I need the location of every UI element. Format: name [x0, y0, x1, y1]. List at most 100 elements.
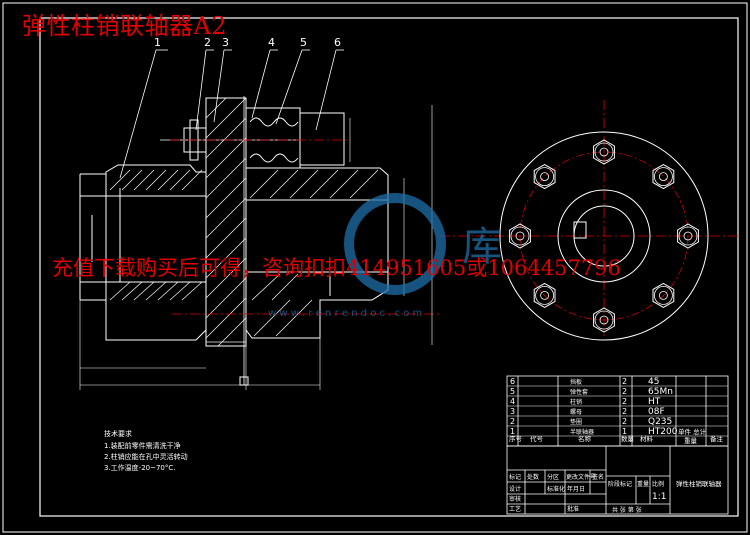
flange-outer-circle: [499, 131, 709, 341]
hatching-right: [249, 169, 379, 337]
part-name: 挡板: [570, 378, 582, 386]
washer-circle: [535, 167, 555, 187]
washer-circle: [594, 142, 614, 162]
title-row-change: 更改文件号: [566, 473, 596, 481]
bolt-shank: [540, 290, 550, 300]
bolt-shank: [599, 315, 609, 325]
part-no: 2: [510, 417, 515, 426]
part-qty: 2: [622, 417, 627, 426]
inner-frame: [39, 17, 739, 517]
washer-circle: [653, 285, 673, 305]
bolt-shank: [658, 172, 668, 182]
washer-circle: [653, 167, 673, 187]
hex-nut-outline: [593, 139, 615, 165]
bolt-shank: [515, 231, 525, 241]
washer-circle: [678, 226, 698, 246]
bolt-head: [593, 307, 615, 333]
part-material: Q235: [648, 417, 672, 427]
watermark-ring: [344, 193, 446, 295]
part-name: 垫圈: [570, 418, 582, 426]
notes-heading: 技术要求: [104, 429, 132, 438]
washer-circle: [535, 285, 555, 305]
bolt-head: [533, 164, 556, 190]
watermark-site: w w w . r e n r e n d o c . c o m: [268, 308, 422, 319]
elastic-sleeve-bottom: [249, 153, 299, 163]
part-no: 5: [510, 387, 515, 396]
hex-nut-outline: [677, 223, 699, 249]
callout-6: 6: [334, 36, 341, 49]
part-qty: 2: [622, 407, 627, 416]
centerlines: [170, 100, 740, 336]
header-no: 序号: [509, 434, 523, 443]
part-name: 半联轴器: [570, 428, 594, 436]
part-material: 08F: [648, 407, 665, 417]
role-design: 设计: [509, 485, 521, 493]
stage-label: 阶段标记: [608, 480, 632, 488]
bolt-head: [533, 282, 556, 308]
watermark-contact-text: 充值下载购买后可得，咨询扣扣414951605或1064457796: [52, 256, 621, 280]
part-no: 6: [510, 377, 515, 386]
callout-5: 5: [300, 36, 307, 49]
parts-list-header: 序号 代号 名称 数量 材料 单件 总计 重量 备注: [509, 427, 724, 445]
header-weight: 单件 总计: [678, 427, 707, 436]
callout-3: 3: [222, 36, 229, 49]
washer-circle: [594, 310, 614, 330]
dimension-lines: [79, 105, 433, 390]
title-row-sign: 签名: [592, 473, 604, 481]
hex-nut-outline: [593, 307, 615, 333]
sheet-count: 共 张 第 张: [612, 506, 642, 514]
hub-circle: [557, 189, 651, 283]
keyway: [573, 221, 587, 239]
drawing-name: 弹性柱销联轴器: [676, 479, 722, 488]
title-row-count: 处数: [527, 473, 539, 481]
part-material: HT200: [648, 427, 678, 437]
hex-nut-outline: [652, 282, 675, 308]
bolt-heads: [509, 139, 699, 333]
part-qty: 1: [622, 427, 627, 436]
bolt-head: [652, 164, 675, 190]
header-weight-sub: 重量: [684, 437, 698, 445]
note-line-1: 1.装配前零件需清洗干净: [104, 441, 181, 450]
title-block-frame: [506, 445, 729, 515]
scale-value: 1:1: [652, 492, 666, 502]
hex-nut-outline: [509, 223, 531, 249]
role-review: 审核: [509, 495, 521, 503]
callout-numbers: 1 2 3 4 5 6: [154, 36, 341, 49]
end-view: [499, 131, 709, 341]
drawing-title: 弹性柱销联轴器A2: [22, 12, 228, 40]
parts-row: 1 半联轴器 1 HT200: [507, 427, 728, 437]
part-no: 1: [510, 427, 515, 436]
part-material: HT: [648, 397, 661, 407]
bolt-head: [652, 282, 675, 308]
watermark-logo: 库 w w w . r e n r e n d o c . c o m: [268, 193, 502, 319]
part-material: 65Mn: [648, 387, 673, 397]
header-qty: 数量: [621, 434, 635, 443]
part-qty: 2: [622, 397, 627, 406]
bolt-head: [509, 223, 531, 249]
watermark-glyph: 库: [462, 224, 502, 270]
right-hub-outline: [245, 167, 389, 339]
title-block-text: 标记 处数 分区 更改文件号 签名 年月日 设计 标准化 审核 工艺 批准 阶段…: [509, 473, 722, 514]
end-plate: [299, 112, 345, 166]
bolt-shank: [658, 290, 668, 300]
title-row-zone: 分区: [547, 473, 559, 481]
title-row-date: 年月日: [567, 485, 585, 493]
callout-4: 4: [268, 36, 275, 49]
parts-list-table: [506, 375, 729, 447]
elastic-sleeve-top: [249, 117, 299, 127]
role-standard: 标准化: [547, 485, 565, 493]
callout-leaders: [119, 49, 344, 179]
hex-nut-outline: [533, 164, 556, 190]
part-name: 弹性套: [570, 388, 588, 396]
technical-notes: 技术要求 1.装配前零件需清洗干净 2.柱销应能在孔中灵活转动 3.工作温度-2…: [104, 429, 188, 472]
scale-label: 比例: [652, 480, 664, 488]
bolt-circle: [519, 151, 689, 321]
header-note: 备注: [710, 434, 724, 443]
part-no: 4: [510, 397, 515, 406]
bolt-shank: [683, 231, 693, 241]
weight-label: 重量: [637, 480, 649, 488]
